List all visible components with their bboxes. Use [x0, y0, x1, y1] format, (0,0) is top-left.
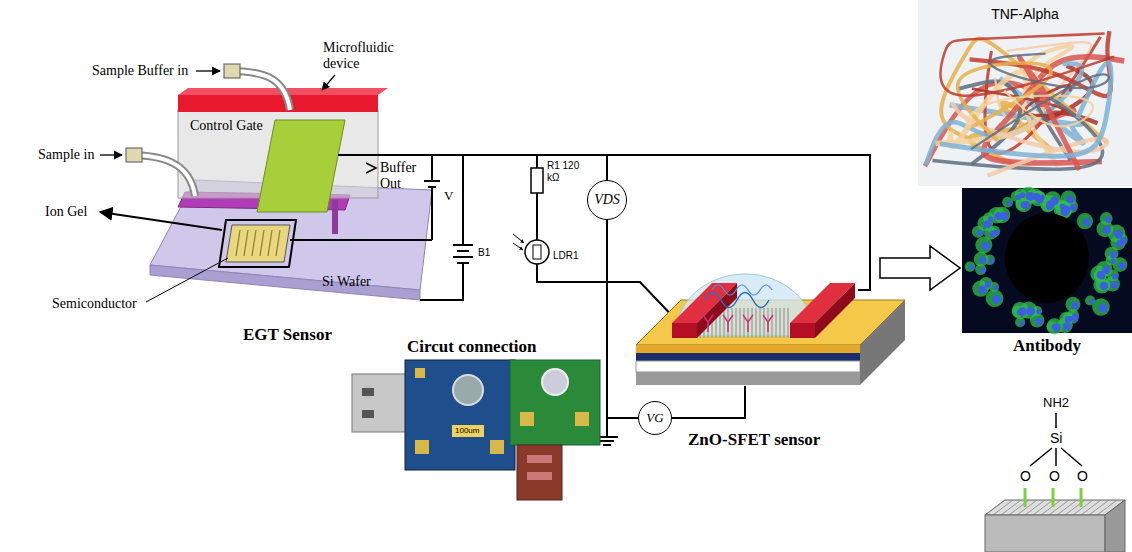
chemical-symbol: O: [1020, 468, 1031, 484]
part-label: Sample in: [38, 147, 94, 163]
part-label: Si Wafer: [322, 274, 371, 290]
component-label: R1 120 kΩ: [547, 160, 593, 184]
egt-sensor-drawing: [100, 64, 432, 302]
chemical-symbol: O: [1049, 468, 1060, 484]
component-label: LDR1: [553, 250, 579, 262]
image-panel: TNF-Alpha: [918, 0, 1132, 186]
circuit-board-photo: [352, 360, 600, 500]
meter-label: VG: [646, 410, 663, 426]
part-label: Ion Gel: [45, 204, 87, 220]
chemical-symbol: O: [1077, 468, 1088, 484]
component-label: B1: [478, 247, 490, 259]
part-label: Buffer Out: [380, 160, 422, 192]
figure-heading: EGT Sensor: [243, 325, 332, 345]
part-label: Microfluidic device: [323, 40, 407, 72]
figure-heading: ZnO-SFET sensor: [688, 430, 820, 450]
image-panel: Antibody: [962, 188, 1132, 356]
circuit-wires: [290, 155, 870, 445]
component-label: V: [444, 188, 453, 203]
chemical-symbol: NH2: [1043, 395, 1069, 410]
panel-title: Antibody: [1013, 336, 1081, 356]
part-label: Semiconductor: [52, 296, 137, 312]
meter-label: VDS: [594, 192, 620, 209]
cell-image: [965, 187, 1128, 335]
znosfet-sensor-drawing: [636, 246, 960, 385]
meter-symbol: VG: [638, 401, 672, 435]
part-label: Control Gate: [190, 118, 263, 134]
silane-surface: [985, 413, 1125, 552]
protein-ribbons: [925, 31, 1124, 176]
part-label: Sample Buffer in: [92, 63, 188, 79]
chemical-symbol: Si: [1050, 430, 1062, 446]
panel-title: TNF-Alpha: [986, 4, 1064, 25]
board-marking: 100um: [455, 426, 479, 436]
meter-symbol: VDS: [587, 180, 627, 220]
figure-heading: Circut connection: [407, 337, 537, 357]
